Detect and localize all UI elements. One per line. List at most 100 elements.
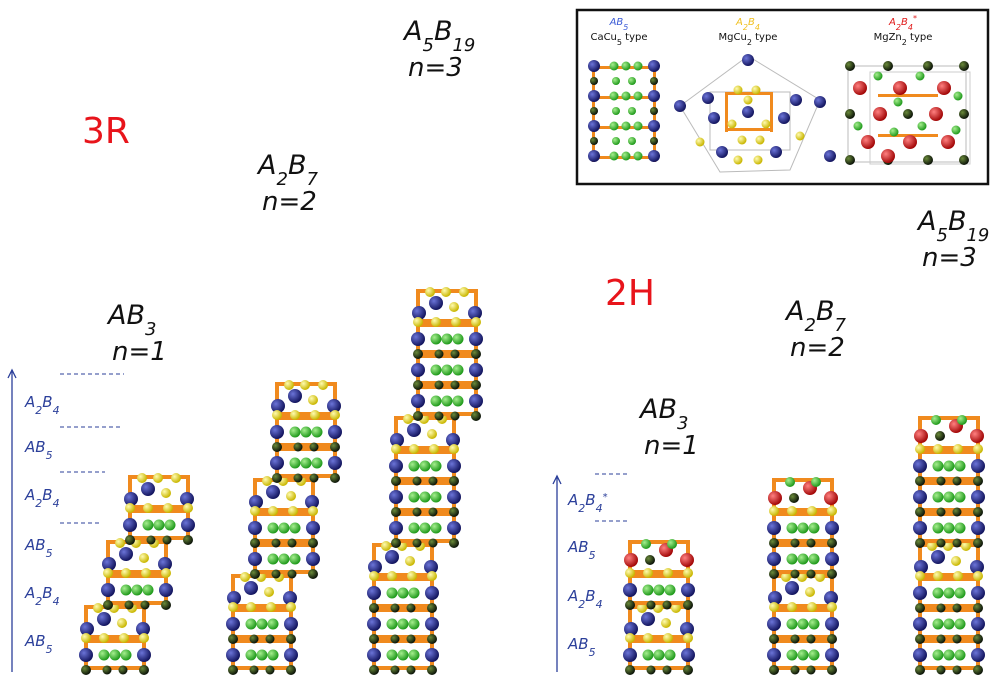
atom-green [653, 649, 665, 661]
atom-blue [588, 150, 600, 162]
atom-blue [648, 150, 660, 162]
atom-dark [952, 603, 962, 613]
atom-blue [970, 560, 984, 574]
atom-blue [181, 518, 195, 532]
atom-blue [447, 490, 461, 504]
atom-dark [903, 109, 913, 119]
atom-green [256, 649, 268, 661]
atom-yellow [953, 571, 963, 581]
atom-green [300, 426, 312, 438]
atom-yellow [441, 287, 451, 297]
atom-blue [283, 591, 297, 605]
atom-green [408, 491, 420, 503]
atom-green [931, 415, 941, 425]
atom-dark [625, 665, 635, 675]
atom-dark [645, 555, 655, 565]
atom-green [109, 649, 121, 661]
atom-dark [973, 603, 983, 613]
atom-yellow [103, 568, 113, 578]
atom-yellow [637, 603, 647, 613]
atom-yellow [143, 503, 153, 513]
atom-yellow [264, 587, 274, 597]
atom-dark [272, 442, 282, 452]
atom-yellow [807, 506, 817, 516]
atom-green [667, 539, 677, 549]
atom-yellow [429, 444, 439, 454]
stack-2h-a5b19-formula: A5B19 [916, 206, 989, 246]
atom-yellow [161, 488, 171, 498]
atom-red [680, 553, 694, 567]
atom-yellow [163, 503, 173, 513]
atom-dark [271, 569, 281, 579]
atom-dark [412, 507, 422, 517]
atom-blue [469, 332, 483, 346]
atom-blue [227, 591, 241, 605]
atom-dark [309, 442, 319, 452]
stack-2h-ab3-formula: AB3 [638, 394, 688, 434]
axis-layer-label: A2B4 [24, 584, 60, 608]
atom-dark [102, 665, 112, 675]
atom-dark [330, 473, 340, 483]
atom-dark [406, 603, 416, 613]
atom-green [289, 457, 301, 469]
atom-blue [914, 560, 928, 574]
formula-labels: AB3n=1A2B7n=2A5B19n=3AB3n=1A2B7n=2A5B19n… [106, 16, 989, 461]
atom-blue [623, 583, 637, 597]
atom-blue [588, 60, 600, 72]
atom-yellow [308, 395, 318, 405]
atom-dark [915, 507, 925, 517]
atom-dark [450, 349, 460, 359]
atom-yellow [915, 571, 925, 581]
atom-green [408, 587, 420, 599]
atom-yellow [471, 317, 481, 327]
atom-dark [915, 538, 925, 548]
atom-blue [158, 557, 172, 571]
polytype-2h-label: 2H [605, 273, 655, 314]
atom-dark [369, 634, 379, 644]
atom-blue [468, 306, 482, 320]
atom-yellow [240, 572, 250, 582]
atom-dark [471, 411, 481, 421]
atom-dark [391, 507, 401, 517]
atom-green [612, 77, 620, 85]
atom-blue [124, 492, 138, 506]
atom-green [289, 426, 301, 438]
atom-dark [428, 507, 438, 517]
atom-blue [266, 485, 280, 499]
atom-dark [250, 538, 260, 548]
atom-blue [790, 94, 802, 106]
atom-dark [449, 507, 459, 517]
atom-dark [806, 538, 816, 548]
atom-dark [427, 634, 437, 644]
atom-blue [648, 60, 660, 72]
atom-dark [806, 665, 816, 675]
atom-yellow [288, 506, 298, 516]
atom-dark [250, 569, 260, 579]
atom-dark [412, 538, 422, 548]
atom-green [430, 460, 442, 472]
atom-yellow [787, 602, 797, 612]
atom-dark [449, 538, 459, 548]
atom-green [441, 395, 453, 407]
axis-layer-label: AB5 [567, 538, 596, 562]
atom-yellow [683, 633, 693, 643]
atom-blue [785, 581, 799, 595]
atom-red [970, 429, 984, 443]
atom-dark [427, 665, 437, 675]
atom-blue [708, 112, 720, 124]
atom-blue [389, 490, 403, 504]
atom-yellow [951, 556, 961, 566]
atom-yellow [427, 429, 437, 439]
atom-yellow [973, 571, 983, 581]
stack-3r-a2b7 [226, 380, 342, 675]
atom-yellow [115, 538, 125, 548]
atom-blue [328, 456, 342, 470]
atom-yellow [625, 633, 635, 643]
atom-dark [450, 411, 460, 421]
atom-green [612, 137, 620, 145]
atom-blue [913, 648, 927, 662]
atom-yellow [459, 287, 469, 297]
atom-blue [767, 521, 781, 535]
atom-dark [286, 665, 296, 675]
